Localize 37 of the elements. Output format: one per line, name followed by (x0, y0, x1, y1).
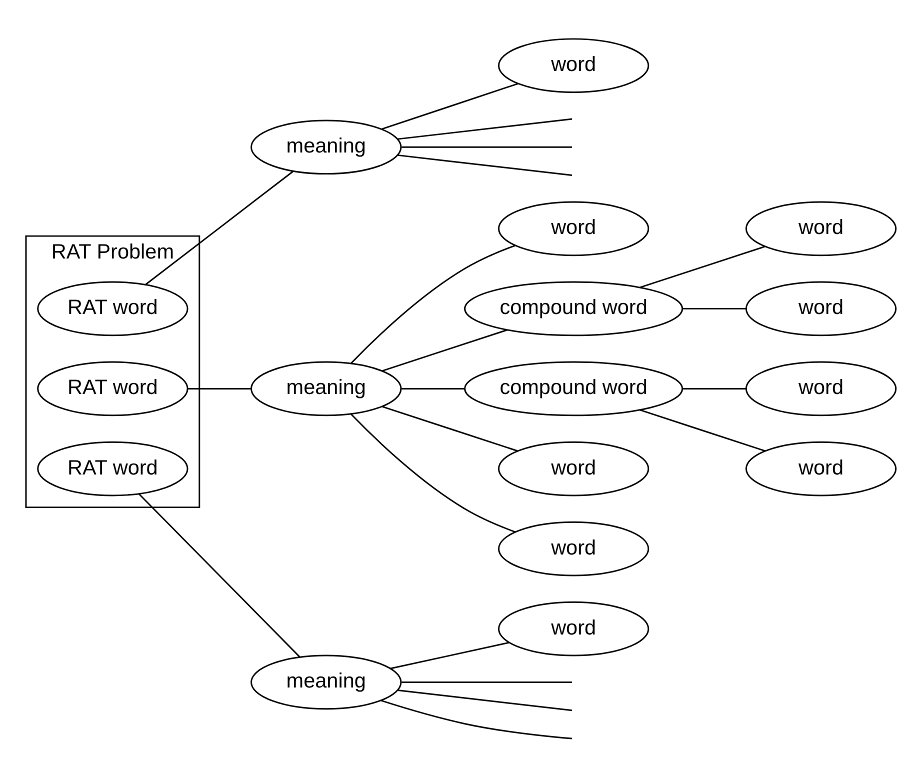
connector (398, 689, 572, 711)
connector (382, 406, 518, 452)
connector (683, 388, 746, 389)
node-ellipse: word (498, 520, 650, 576)
connector (350, 244, 516, 364)
node-ellipse: meaning (250, 654, 402, 710)
node-ellipse: compound word (464, 360, 684, 416)
connector (402, 146, 572, 148)
node-ellipse: word (498, 440, 650, 496)
connector (380, 699, 572, 739)
connector (382, 82, 518, 130)
connector (390, 641, 510, 669)
node-ellipse: RAT word (37, 360, 188, 416)
node-ellipse: word (745, 360, 897, 416)
connector (640, 245, 766, 288)
connector (138, 493, 300, 657)
node-ellipse: compound word (464, 280, 684, 336)
connector (350, 413, 516, 532)
node-ellipse: word (745, 440, 897, 496)
node-ellipse: word (498, 38, 650, 93)
node-ellipse: word (498, 200, 650, 256)
connector (188, 388, 251, 389)
node-ellipse: meaning (250, 119, 402, 174)
connector (402, 680, 572, 682)
connector (398, 118, 572, 140)
connector (402, 388, 464, 389)
node-ellipse: word (745, 280, 897, 336)
node-ellipse: word (498, 600, 650, 656)
connector (683, 307, 746, 309)
node-ellipse: RAT word (37, 440, 188, 496)
node-ellipse: meaning (250, 360, 402, 416)
node-ellipse: word (745, 200, 897, 256)
connector (640, 408, 766, 452)
node-ellipse: RAT word (37, 280, 188, 336)
connector (145, 170, 294, 285)
connector (398, 154, 572, 176)
connector (382, 328, 508, 371)
